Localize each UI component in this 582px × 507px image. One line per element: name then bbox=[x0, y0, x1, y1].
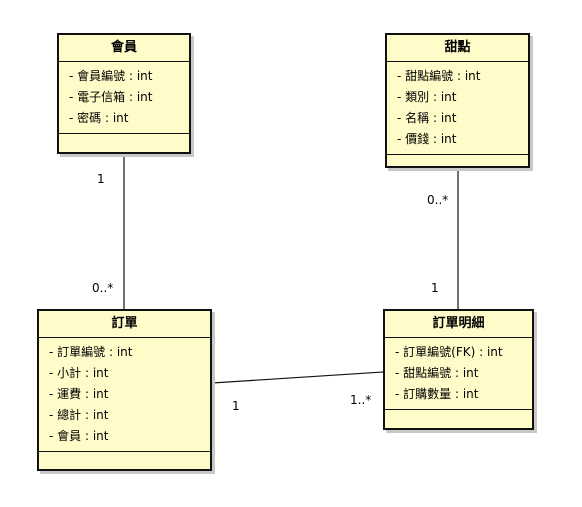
class-order-attributes: - 訂單編號 : int - 小計 : int - 運費 : int - 總計 … bbox=[39, 338, 210, 452]
attribute: - 甜點編號 : int bbox=[397, 69, 481, 83]
class-order[interactable]: 訂單 - 訂單編號 : int - 小計 : int - 運費 : int - … bbox=[37, 309, 212, 471]
attribute: - 會員編號 : int bbox=[69, 69, 153, 83]
attribute: - 運費 : int bbox=[49, 387, 109, 401]
attribute: - 密碼 : int bbox=[69, 111, 129, 125]
class-dessert-attributes: - 甜點編號 : int - 類別 : int - 名稱 : int - 價錢 … bbox=[387, 62, 528, 155]
attribute: - 甜點編號 : int bbox=[395, 366, 479, 380]
multiplicity-dessert-end: 0..* bbox=[427, 193, 449, 207]
multiplicity-member-end: 1 bbox=[97, 172, 105, 186]
class-order-operations bbox=[39, 452, 210, 462]
multiplicity-detail-end-order: 1..* bbox=[350, 393, 372, 407]
attribute: - 總計 : int bbox=[49, 408, 109, 422]
attribute: - 價錢 : int bbox=[397, 132, 457, 146]
class-member-attributes: - 會員編號 : int - 電子信箱 : int - 密碼 : int bbox=[59, 62, 189, 134]
class-dessert-operations bbox=[387, 155, 528, 165]
class-member-title: 會員 bbox=[59, 35, 189, 62]
class-order-detail-title: 訂單明細 bbox=[385, 311, 532, 338]
class-dessert[interactable]: 甜點 - 甜點編號 : int - 類別 : int - 名稱 : int - … bbox=[385, 33, 530, 168]
attribute: - 訂單編號 : int bbox=[49, 345, 133, 359]
class-order-title: 訂單 bbox=[39, 311, 210, 338]
attribute: - 名稱 : int bbox=[397, 111, 457, 125]
attribute: - 電子信箱 : int bbox=[69, 90, 153, 104]
class-order-detail-operations bbox=[385, 410, 532, 420]
class-order-detail-attributes: - 訂單編號(FK) : int - 甜點編號 : int - 訂購數量 : i… bbox=[385, 338, 532, 410]
multiplicity-order-end-detail: 1 bbox=[232, 399, 240, 413]
class-member-operations bbox=[59, 134, 189, 144]
multiplicity-detail-end-dessert: 1 bbox=[431, 281, 439, 295]
class-dessert-title: 甜點 bbox=[387, 35, 528, 62]
attribute: - 訂購數量 : int bbox=[395, 387, 479, 401]
multiplicity-order-end: 0..* bbox=[92, 281, 114, 295]
attribute: - 類別 : int bbox=[397, 90, 457, 104]
attribute: - 小計 : int bbox=[49, 366, 109, 380]
attribute: - 訂單編號(FK) : int bbox=[395, 345, 503, 359]
association-order-orderdetail bbox=[211, 371, 384, 384]
class-member[interactable]: 會員 - 會員編號 : int - 電子信箱 : int - 密碼 : int bbox=[57, 33, 191, 154]
attribute: - 會員 : int bbox=[49, 429, 109, 443]
class-order-detail[interactable]: 訂單明細 - 訂單編號(FK) : int - 甜點編號 : int - 訂購數… bbox=[383, 309, 534, 430]
